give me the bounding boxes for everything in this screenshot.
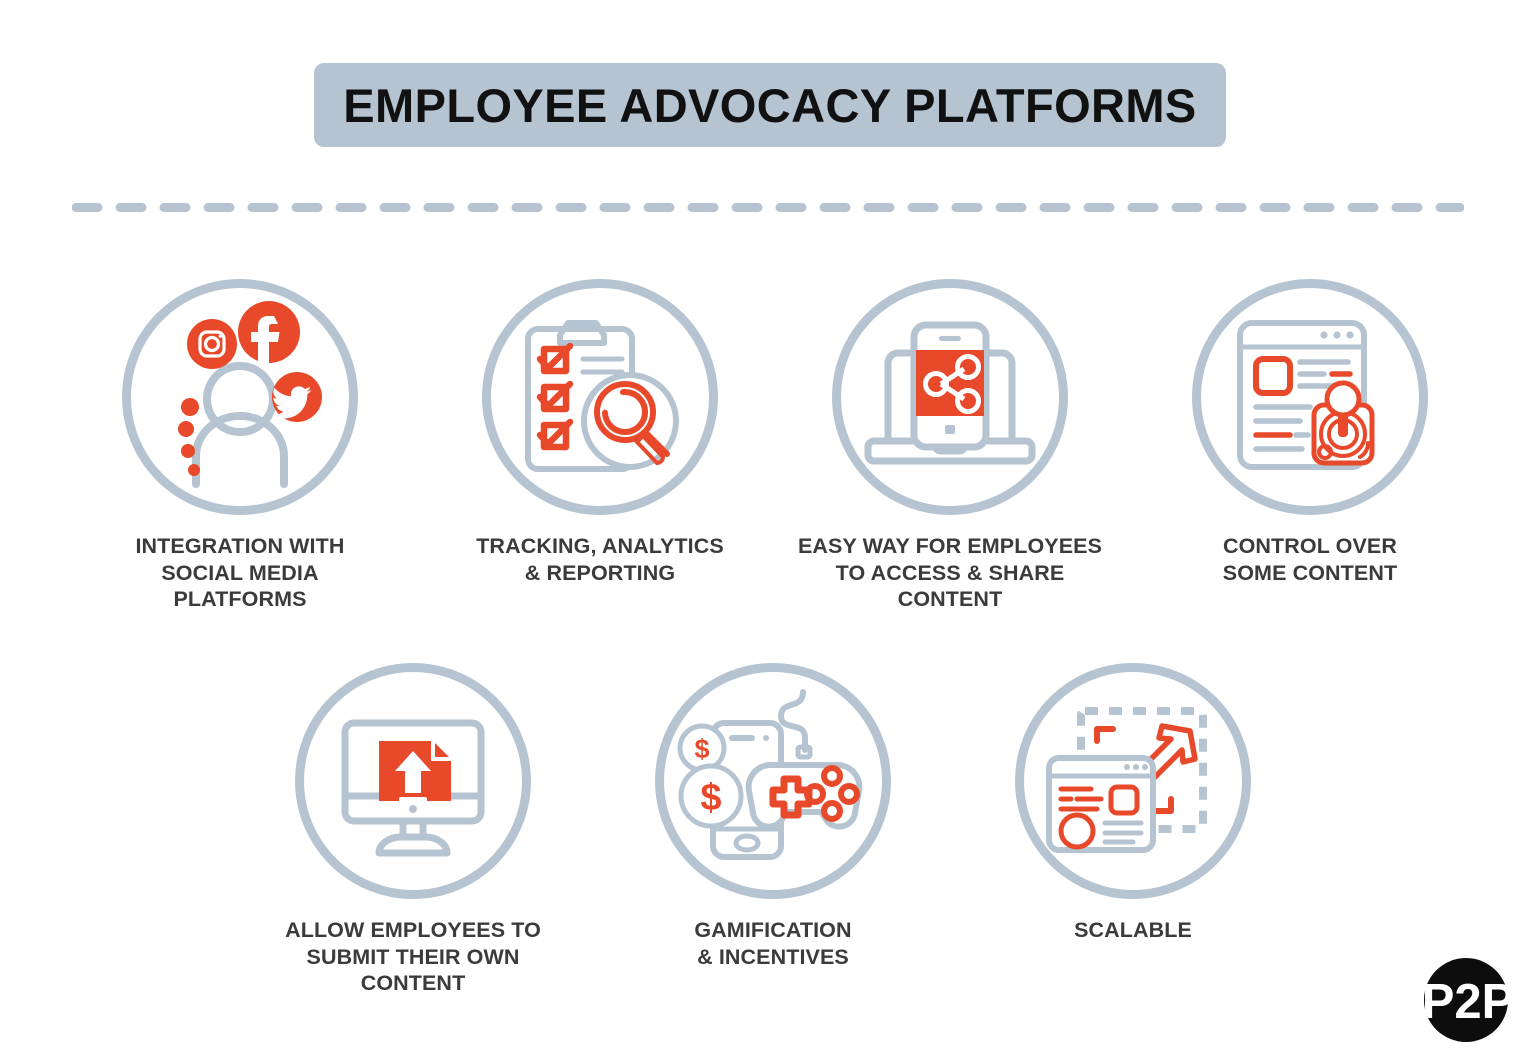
text-lines (1058, 786, 1144, 845)
checkbox-item (536, 380, 574, 413)
svg-text:$: $ (700, 777, 721, 819)
instagram-badge (187, 319, 237, 369)
label-line: TO ACCESS & SHARE (835, 560, 1065, 585)
label-line: ALLOW EMPLOYEES TO (285, 918, 541, 942)
label-line: SOME CONTENT (1222, 560, 1398, 585)
p2p-logo: P2P (1422, 958, 1515, 1042)
icon-circle (295, 663, 531, 899)
label-line: INTEGRATION WITH (135, 534, 345, 558)
corner-bracket-br (1152, 796, 1174, 814)
content-control-icon (1237, 320, 1375, 470)
dpad (769, 775, 813, 819)
facebook-badge (238, 301, 300, 364)
scalable-icon (1046, 707, 1207, 853)
game-controller (745, 761, 863, 830)
feature-item-tracking-analytics: TRACKING, ANALYTICS & REPORTING (430, 279, 770, 586)
share-nodes (923, 354, 981, 414)
feature-label: ALLOW EMPLOYEES TO SUBMIT THEIR OWN CONT… (243, 917, 583, 997)
feature-label: SCALABLE (963, 917, 1303, 944)
svg-text:$: $ (694, 734, 709, 764)
feature-item-content-control: CONTROL OVER SOME CONTENT (1140, 279, 1480, 586)
icon-circle (1192, 279, 1428, 515)
label-line: CONTROL OVER (1222, 534, 1397, 558)
icon-circle (1015, 663, 1251, 899)
feature-item-submit-content: ALLOW EMPLOYEES TO SUBMIT THEIR OWN CONT… (243, 663, 583, 997)
feature-label: CONTROL OVER SOME CONTENT (1140, 533, 1480, 586)
twitter-badge (271, 372, 322, 422)
label-line: PLATFORMS (173, 587, 307, 612)
icon-circle (122, 279, 358, 515)
feature-item-social-integration: INTEGRATION WITH SOCIAL MEDIA PLATFORMS (70, 279, 410, 613)
label-line: SUBMIT THEIR OWN (306, 944, 520, 969)
thought-dot (178, 421, 194, 437)
social-media-integration-icon (178, 301, 322, 488)
label-line: CONTENT (360, 971, 466, 996)
label-line: EASY WAY FOR EMPLOYEES (797, 534, 1103, 558)
controller-buttons (804, 765, 860, 822)
label-line: & REPORTING (524, 560, 676, 585)
magnifying-glass (594, 381, 670, 466)
icon-circle (832, 279, 1068, 515)
icon-circle: $ $ (655, 663, 891, 899)
gamification-icon: $ $ (677, 689, 863, 860)
corner-bracket-tl (1094, 726, 1116, 744)
checkbox-item (536, 418, 574, 451)
label-line: SCALABLE (1074, 918, 1192, 942)
feature-label: GAMIFICATION & INCENTIVES (603, 917, 943, 970)
circle-ring (1192, 279, 1428, 515)
tracking-analytics-icon (525, 320, 679, 472)
thought-dot (188, 464, 200, 476)
feature-label: EASY WAY FOR EMPLOYEES TO ACCESS & SHARE… (780, 533, 1120, 613)
feature-item-gamification: $ $ GAMIFICATION & INCENTIVES (603, 663, 943, 970)
document-upload-arrow (395, 751, 431, 804)
dollar-coin-small: $ (677, 723, 727, 773)
circle-ring (832, 279, 1068, 515)
diagonal-arrow (1134, 723, 1198, 787)
feature-item-scalable: SCALABLE (963, 663, 1303, 944)
label-line: TRACKING, ANALYTICS (476, 534, 724, 558)
page-title: EMPLOYEE ADVOCACY PLATFORMS (343, 78, 1197, 132)
dollar-coin-large: $ (678, 763, 744, 829)
icon-circle (482, 279, 718, 515)
label-line: & INCENTIVES (697, 944, 849, 969)
share-content-icon (864, 321, 1036, 465)
label-line: GAMIFICATION (694, 918, 852, 942)
label-line: SOCIAL MEDIA (161, 560, 319, 585)
label-line: CONTENT (897, 587, 1003, 612)
dashed-divider (72, 203, 1464, 212)
thought-dot (181, 444, 195, 458)
feature-item-access-share: EASY WAY FOR EMPLOYEES TO ACCESS & SHARE… (780, 279, 1120, 613)
logo-text: P2P (1422, 975, 1515, 1029)
text-lines (1253, 404, 1313, 452)
title-banner: EMPLOYEE ADVOCACY PLATFORMS (314, 63, 1226, 147)
submit-content-icon (341, 719, 485, 857)
feature-label: INTEGRATION WITH SOCIAL MEDIA PLATFORMS (70, 533, 410, 613)
joystick-control (1311, 380, 1375, 466)
thought-dot (181, 398, 199, 416)
checkbox-item (536, 342, 574, 375)
browser-window (1046, 755, 1156, 853)
feature-label: TRACKING, ANALYTICS & REPORTING (430, 533, 770, 586)
